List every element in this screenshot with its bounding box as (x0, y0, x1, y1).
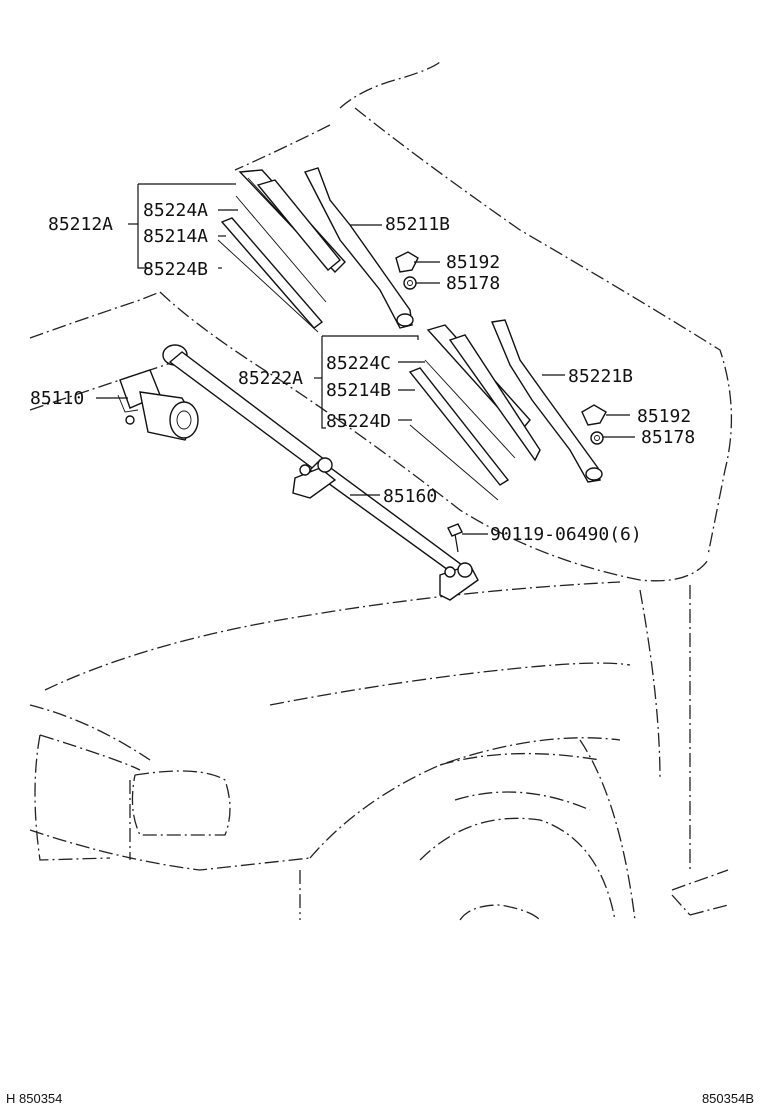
label-85224D: 85224D (326, 411, 391, 432)
footer-left-code: H 850354 (6, 1091, 62, 1106)
lower-wiper-blade (408, 324, 541, 501)
label-85222A: 85222A (238, 368, 303, 389)
nut-upper (403, 276, 417, 290)
label-85110: 85110 (30, 388, 84, 409)
label-85192-bottom: 85192 (637, 406, 691, 427)
label-85214B: 85214B (326, 380, 391, 401)
label-85214A: 85214A (143, 226, 208, 247)
label-85211B: 85211B (385, 214, 450, 235)
upper-wiper-blade (217, 169, 346, 333)
cap-upper (395, 251, 419, 273)
lower-wiper-arm (491, 319, 603, 483)
label-85224C: 85224C (326, 353, 391, 374)
footer-right-code: 850354B (702, 1091, 754, 1106)
wiper-motor (117, 369, 199, 441)
leader-lines (96, 183, 635, 535)
label-90119-06490: 90119-06490(6) (490, 524, 642, 545)
label-85160: 85160 (383, 486, 437, 507)
wiper-link (162, 344, 479, 601)
upper-wiper-arm (303, 167, 414, 329)
bolt (447, 523, 463, 553)
label-85212A: 85212A (48, 214, 113, 235)
vehicle-outline (29, 61, 733, 921)
label-85224A: 85224A (143, 200, 208, 221)
label-85192-top: 85192 (446, 252, 500, 273)
label-85221B: 85221B (568, 366, 633, 387)
label-85224B: 85224B (143, 259, 208, 280)
nut-lower (590, 431, 604, 445)
label-85178-bottom: 85178 (641, 427, 695, 448)
cap-lower (581, 404, 607, 426)
label-85178-top: 85178 (446, 273, 500, 294)
